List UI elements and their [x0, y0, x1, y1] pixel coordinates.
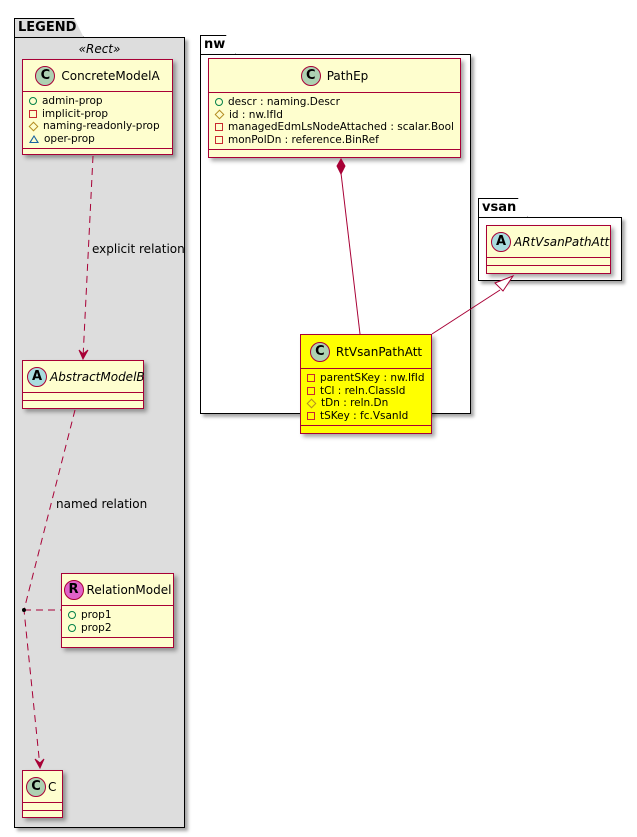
attribute-row: tDn : reln.Dn: [306, 397, 425, 410]
attribute-row: tSKey : fc.VsanId: [307, 410, 425, 423]
attribute-list: prop1 prop2: [62, 606, 173, 638]
class-concrete-model-a[interactable]: C ConcreteModelA admin-prop implicit-pro…: [22, 59, 173, 155]
attribute-row: tCl : reln.ClassId: [307, 385, 425, 398]
class-name: ConcreteModelA: [61, 68, 160, 83]
legend-package: [14, 37, 185, 828]
association-point: [22, 608, 26, 612]
private-visibility-icon: [215, 123, 223, 132]
private-visibility-icon: [215, 135, 223, 144]
class-name: C: [48, 779, 57, 794]
class-c[interactable]: C C: [22, 770, 63, 818]
composition-line: [340, 172, 361, 335]
attribute-row: admin-prop: [29, 95, 166, 108]
attribute-row: monPolDn : reference.BinRef: [215, 134, 454, 147]
attribute-list: admin-prop implicit-prop naming-readonly…: [23, 92, 172, 149]
attribute-row: prop1: [68, 609, 167, 622]
nw-package-tab: nw: [200, 35, 236, 55]
attribute-row: managedEdmLsNodeAttached : scalar.Bool: [215, 121, 454, 134]
class-name: AbstractModelB: [50, 369, 145, 384]
named-relation-arrowhead: [34, 758, 45, 770]
class-abstract-model-b[interactable]: A AbstractModelB: [22, 360, 145, 409]
private-visibility-icon: [29, 109, 37, 118]
abstract-icon: A: [491, 231, 511, 252]
class-icon: C: [309, 341, 330, 362]
attribute-row: parentSKey : nw.IfId: [307, 372, 425, 385]
explicit-relation-label: explicit relation: [92, 242, 185, 256]
attribute-row: descr : naming.Descr: [215, 96, 454, 109]
attribute-list: [23, 803, 62, 811]
nw-package-name: nw: [204, 37, 226, 52]
class-icon: C: [35, 65, 56, 86]
named-relation-label: named relation: [56, 497, 148, 511]
class-rt-vsan-path-att[interactable]: C RtVsanPathAtt parentSKey : nw.IfId tCl…: [300, 334, 432, 434]
attribute-row: id : nw.IfId: [214, 109, 454, 122]
class-name: PathEp: [326, 68, 369, 83]
attribute-row: naming-readonly-prop: [28, 120, 166, 133]
attribute-row: oper-prop: [29, 133, 166, 146]
attribute-list: parentSKey : nw.IfId tCl : reln.ClassId …: [301, 369, 431, 426]
attribute-row: implicit-prop: [29, 108, 166, 121]
abstract-icon: A: [27, 366, 47, 387]
private-visibility-icon: [307, 411, 315, 420]
attribute-list: [23, 393, 143, 401]
composition-diamond-icon: [336, 157, 346, 176]
relation-icon: R: [63, 579, 84, 600]
attribute-list: [487, 258, 610, 266]
class-relation-model[interactable]: R RelationModel prop1 prop2: [61, 573, 174, 648]
class-name: RelationModel: [86, 582, 172, 597]
attribute-list: descr : naming.Descr id : nw.IfId manage…: [209, 93, 460, 150]
class-a-rt-vsan-path-att[interactable]: A ARtVsanPathAtt: [486, 225, 611, 274]
explicit-relation-line: [82, 155, 94, 359]
legend-package-tab: LEGEND: [14, 18, 84, 38]
legend-package-name: LEGEND: [18, 20, 77, 35]
generalization-line: [431, 289, 501, 335]
package-visibility-icon: [29, 134, 39, 143]
class-icon: C: [300, 65, 321, 86]
public-visibility-icon: [68, 611, 76, 620]
class-name: ARtVsanPathAtt: [514, 234, 610, 249]
legend-stereotype: «Rect»: [78, 42, 121, 56]
public-visibility-icon: [68, 623, 76, 632]
private-visibility-icon: [307, 374, 315, 383]
public-visibility-icon: [29, 97, 37, 106]
class-path-ep[interactable]: C PathEp descr : naming.Descr id : nw.If…: [208, 58, 461, 158]
private-visibility-icon: [307, 386, 315, 395]
vsan-package-tab: vsan: [478, 198, 528, 218]
named-relation-line: [23, 409, 76, 768]
public-visibility-icon: [215, 98, 223, 107]
attribute-row: prop2: [68, 622, 167, 635]
class-name: RtVsanPathAtt: [335, 344, 423, 359]
generalization-triangle-icon: [494, 274, 515, 292]
class-icon: C: [26, 776, 46, 797]
vsan-package-name: vsan: [482, 200, 517, 215]
explicit-relation-arrowhead: [78, 349, 89, 361]
